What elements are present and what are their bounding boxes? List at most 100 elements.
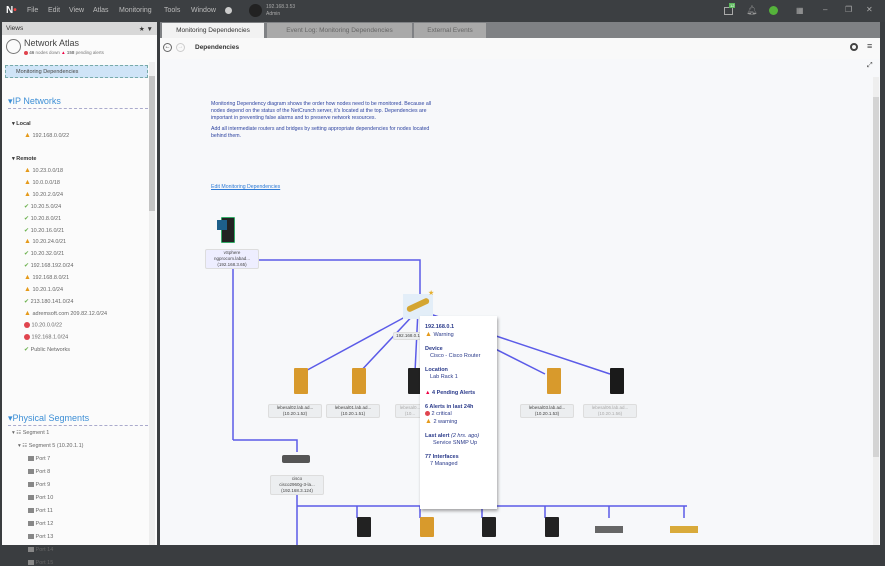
tree-item[interactable]: 10.20.0.0/22: [24, 321, 62, 328]
grid-icon[interactable]: ▦: [796, 6, 804, 15]
menu-file[interactable]: File: [27, 7, 39, 14]
port-item[interactable]: Port 13: [28, 534, 53, 540]
local-group[interactable]: ▾ Local: [12, 121, 31, 127]
view-monitoring-dependencies[interactable]: Monitoring Dependencies: [5, 65, 148, 78]
server-icon[interactable]: [357, 517, 371, 537]
ok-icon: ✔: [24, 227, 30, 234]
tree-item[interactable]: ✔ 10.20.16.0/21: [24, 227, 65, 234]
canvas-scrollbar[interactable]: [873, 77, 879, 545]
switch-icon[interactable]: [670, 526, 698, 533]
menu-tools[interactable]: Tools: [164, 7, 181, 14]
server-icon[interactable]: [420, 517, 434, 537]
port-icon: [28, 547, 34, 553]
description-paragraph-2: Add all intermediate routers and bridges…: [211, 126, 430, 139]
server-icon[interactable]: [482, 517, 496, 537]
tooltip-managed: 7 Managed: [430, 461, 458, 467]
fit-view-icon[interactable]: ⤢: [867, 62, 873, 69]
bell-icon[interactable]: 🔔︎: [746, 5, 758, 15]
warning-icon: ▲: [24, 286, 31, 293]
edit-dependencies-link[interactable]: Edit Monitoring Dependencies: [211, 184, 281, 190]
tree-item[interactable]: ▲ 192.168.0.0/22: [24, 132, 70, 139]
node-label[interactable]: lebesal06.lab.ad...(10.20.1.56): [583, 404, 637, 418]
title-bar: N• File Edit View Atlas Monitoring Tools…: [0, 0, 885, 22]
status-icon[interactable]: [769, 6, 778, 15]
close-button[interactable]: ✕: [866, 5, 873, 14]
port-item[interactable]: Port 15: [28, 560, 53, 566]
page-title: Dependencies: [195, 44, 240, 51]
tree-item[interactable]: ▲ 10.20.24.0/21: [24, 238, 67, 246]
tab-monitoring-dependencies[interactable]: Monitoring Dependencies: [162, 23, 264, 38]
atlas-title[interactable]: Network Atlas: [24, 38, 80, 48]
segment-5[interactable]: ▾ ☷ Segment 5 (10.20.1.1): [18, 443, 84, 449]
server-icon[interactable]: [545, 517, 559, 537]
ip-networks-section[interactable]: ▾IP Networks: [8, 96, 148, 109]
tree-item[interactable]: ▲ 192.168.8.0/21: [24, 274, 70, 282]
menu-atlas[interactable]: Atlas: [93, 7, 109, 14]
back-button[interactable]: ←: [163, 43, 172, 52]
settings-icon[interactable]: [850, 43, 858, 51]
tree-item[interactable]: ▲ 10.20.1.0/24: [24, 286, 64, 293]
tree-item[interactable]: ▲ adremsoft.com 209.82.12.0/24: [24, 309, 108, 317]
tree-item[interactable]: ✔ Public Networks: [24, 346, 70, 353]
tree-item[interactable]: ✔ 192.168.192.0/24: [24, 263, 74, 270]
pin-filter-icon[interactable]: ★ ▼: [138, 26, 153, 33]
physical-segments-section[interactable]: ▾Physical Segments: [8, 413, 148, 426]
port-item[interactable]: Port 10: [28, 495, 53, 501]
tree-item[interactable]: 192.168.1.0/24: [24, 333, 68, 340]
tooltip-device-heading: Device: [425, 346, 443, 352]
switch-icon[interactable]: [282, 455, 310, 463]
tooltip-last-alert: Service SNMP Up: [433, 440, 478, 446]
menu-icon[interactable]: ≡: [867, 41, 873, 51]
panel-scrollbar[interactable]: [149, 62, 155, 545]
menu-monitoring[interactable]: Monitoring: [119, 7, 152, 14]
description-paragraph-1: Monitoring Dependency diagram shows the …: [211, 101, 432, 121]
tree-item[interactable]: ✔ 213.180.141.0/24: [24, 298, 74, 305]
port-item[interactable]: Port 8: [28, 469, 50, 475]
port-item[interactable]: Port 14: [28, 547, 53, 553]
user-avatar-icon[interactable]: [249, 4, 262, 17]
port-item[interactable]: Port 12: [28, 521, 53, 527]
node-label-router[interactable]: 192.168.0.1: [393, 332, 423, 340]
node-label[interactable]: lebesal03.lab.ad...(10.20.1.53): [520, 404, 574, 418]
tab-external-events[interactable]: External Events: [414, 23, 486, 38]
segment-1[interactable]: ▾ ☷ Segment 1: [12, 430, 50, 436]
globe-atlas-icon: [6, 39, 21, 54]
tree-item[interactable]: ✔ 10.20.5.0/24: [24, 203, 62, 210]
forward-button[interactable]: →: [176, 43, 185, 52]
tree-item[interactable]: ✔ 10.20.8.0/21: [24, 215, 62, 222]
port-item[interactable]: Port 11: [28, 508, 53, 514]
menu-edit[interactable]: Edit: [48, 7, 61, 14]
server-icon[interactable]: [352, 368, 366, 394]
menu-window[interactable]: Window: [191, 7, 216, 14]
globe-icon[interactable]: [225, 7, 232, 14]
restore-button[interactable]: ❐: [845, 5, 853, 14]
port-item[interactable]: Port 7: [28, 456, 50, 462]
tree-item[interactable]: ▲ 10.0.0.0/18: [24, 178, 60, 186]
error-icon: [24, 321, 30, 328]
port-item[interactable]: Port 9: [28, 482, 50, 488]
ok-icon: ✔: [24, 346, 30, 353]
tooltip-alerts-24h: 6 Alerts in last 24h: [425, 404, 474, 410]
tree-item[interactable]: ✔ 10.20.32.0/21: [24, 251, 65, 258]
server-icon[interactable]: [408, 368, 422, 394]
menu-view[interactable]: View: [69, 7, 85, 14]
tab-event-log[interactable]: Event Log: Monitoring Dependencies: [267, 23, 412, 38]
tree-item[interactable]: ▲ 10.23.0.0/18: [24, 167, 64, 174]
favorite-star-icon[interactable]: ★: [428, 290, 435, 297]
node-label[interactable]: lebesal01.lab.ad...(10.20.1.51): [326, 404, 380, 418]
server-icon[interactable]: [294, 368, 308, 394]
node-tooltip: 192.168.0.1 ▲ Warning Device Cisco - Cis…: [420, 316, 497, 509]
notifications-icon[interactable]: [724, 7, 733, 15]
port-icon: [28, 534, 34, 540]
minimize-button[interactable]: –: [823, 5, 828, 14]
switch-icon[interactable]: [595, 526, 623, 533]
router-icon[interactable]: [403, 294, 433, 319]
server-icon[interactable]: [610, 368, 624, 394]
remote-group[interactable]: ▾ Remote: [12, 156, 37, 162]
tooltip-pending[interactable]: 4 Pending Alerts: [431, 390, 476, 396]
server-icon[interactable]: [547, 368, 561, 394]
tree-item[interactable]: ▲ 10.20.2.0/24: [24, 190, 64, 198]
node-label[interactable]: lebesal02.lab.ad...(10.20.1.52): [268, 404, 322, 418]
